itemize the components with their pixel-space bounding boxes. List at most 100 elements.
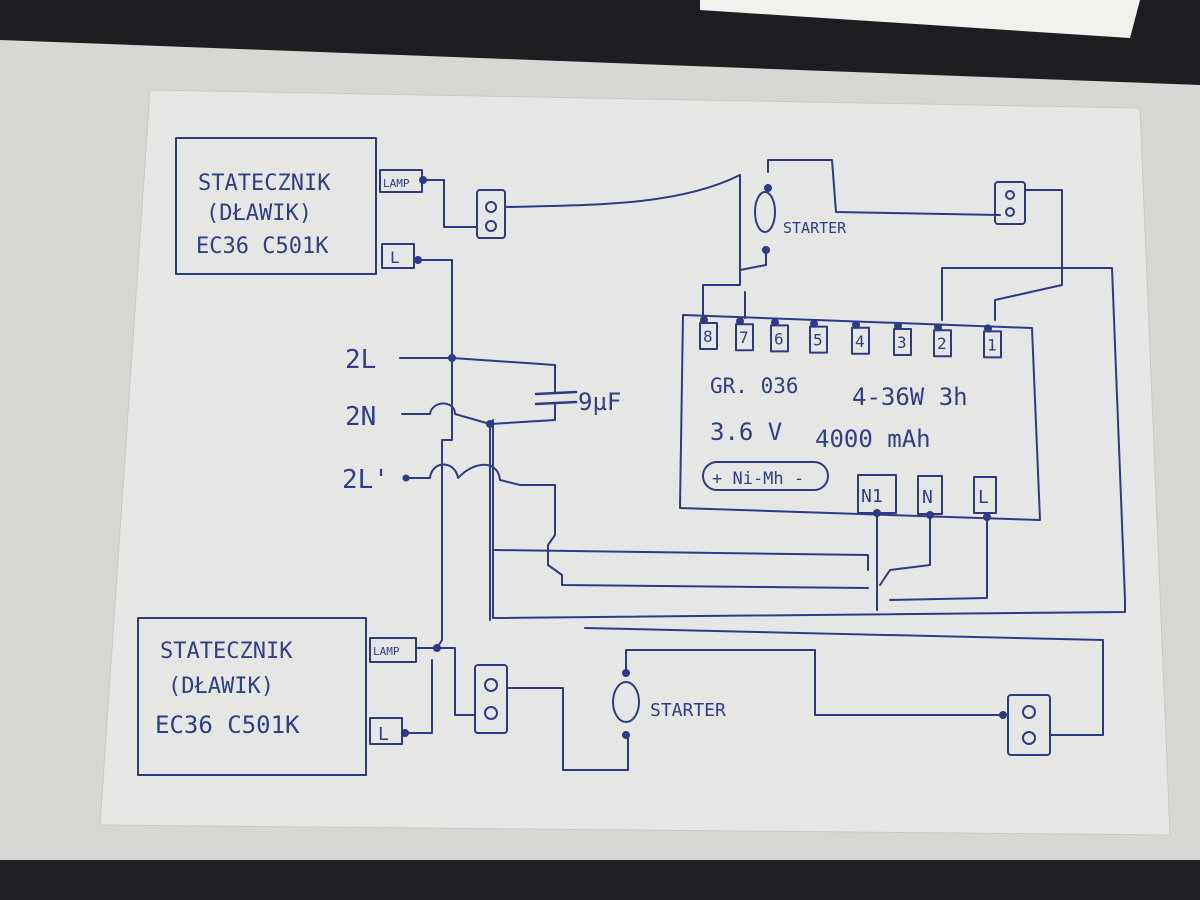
socket-bottom-left-body — [474, 664, 508, 734]
starter-bottom-label: STARTER — [650, 700, 726, 721]
labels: STATECZNIK (DŁAWIK) EC36 C501K LAMP L ST… — [155, 171, 997, 745]
module-terminal-label-5: 4 — [855, 332, 865, 351]
wire-starter-top-lower — [739, 249, 767, 271]
module-gr036 — [679, 314, 1041, 521]
wire-socket-right-to-module-1 — [994, 189, 1063, 321]
ballast-bottom-line1: STATECZNIK — [160, 639, 293, 664]
module-terminal-box-7 — [933, 329, 952, 358]
socket-top-left — [476, 189, 506, 239]
module-line1b: 4-36W 3h — [852, 383, 968, 411]
capacitor — [534, 364, 578, 421]
wire-bottom-to-socket — [436, 647, 476, 716]
socket-bottom-right-dot — [999, 711, 1007, 719]
socket-top-right-pin1 — [1005, 190, 1015, 200]
socket-top-right-pin2 — [1005, 207, 1015, 217]
wire-n-down — [879, 514, 931, 586]
wire-2l-prime — [405, 463, 556, 486]
starter-bottom-body — [612, 681, 640, 723]
socket-top-right-body — [994, 181, 1026, 225]
module-terminal-label-2: 7 — [739, 328, 749, 347]
wire-bottom-l — [404, 659, 433, 734]
module-terminal-box-4 — [809, 325, 828, 354]
wire-socket-to-starter-area — [504, 174, 741, 208]
ballast-bottom — [137, 617, 441, 776]
ballast-bottom-box — [137, 617, 367, 776]
socket-top-right — [994, 181, 1026, 225]
ballast-bottom-line2: (DŁAWIK) — [168, 674, 274, 699]
ballast-top-lamp-label: LAMP — [383, 177, 410, 190]
module-terminal-label-6: 3 — [897, 333, 907, 352]
module-terminal-box-3 — [770, 324, 789, 353]
module-terminal-dot-1 — [700, 316, 708, 324]
ballast-top-line2: (DŁAWIK) — [206, 201, 312, 226]
module-terminal-dot-3 — [771, 318, 779, 327]
ink-drawing — [137, 137, 1126, 776]
module-line1: GR. 036 — [710, 374, 799, 398]
module-terminal-dot-6 — [894, 322, 902, 330]
wire-bottom-right-return — [584, 627, 1104, 736]
module-terminal-label-1: 8 — [703, 327, 713, 346]
supply-2l-label: 2L — [345, 345, 376, 375]
terminal-l-box — [973, 476, 997, 514]
module-terminal-label-7: 2 — [937, 334, 947, 353]
ballast-top-box — [175, 137, 377, 275]
module-terminal-label-3: 6 — [774, 329, 784, 348]
module-terminal-box-1 — [699, 322, 718, 350]
socket-bottom-left — [474, 664, 508, 734]
wire-2l-prime-to-module — [547, 484, 869, 589]
module-terminal-boxes — [699, 316, 1002, 359]
wire-vertical-bus — [417, 259, 453, 649]
module-terminal-box-6 — [893, 328, 912, 356]
ballast-bottom-lamp-terminal — [369, 637, 417, 663]
wire-l-down — [889, 516, 988, 601]
wire-to-n1-bus — [494, 549, 869, 571]
starter-top-dot-upper — [764, 184, 772, 192]
module-terminal-box-8 — [983, 330, 1002, 359]
wire-2n — [401, 402, 556, 425]
starter-top-body — [754, 191, 776, 233]
socket-top-left-body — [476, 189, 506, 239]
module-line2: 3.6 V — [710, 418, 782, 446]
socket-bottom-right — [999, 694, 1051, 756]
dark-edge-bottom — [0, 860, 1200, 900]
module-terminal-box-5 — [851, 326, 870, 355]
supply-2l-prime-label: 2L' — [342, 465, 389, 495]
module-battery: + Ni-Mh - — [712, 469, 804, 489]
module-outline — [679, 314, 1041, 521]
wire-bottom-socket-to-starter — [506, 687, 629, 771]
terminal-n1-label: N1 — [861, 486, 883, 507]
ballast-bottom-l-label: L — [378, 724, 389, 745]
module-line2b: 4000 mAh — [815, 425, 931, 453]
socket-bottom-right-body — [1007, 694, 1051, 756]
ballast-bottom-lamp-label: LAMP — [373, 645, 400, 658]
module-terminal-dot-8 — [984, 324, 992, 333]
ballast-top-l-terminal — [381, 243, 415, 269]
paper-sheet — [99, 89, 1171, 836]
ballast-bottom-line3: EC36 C501K — [155, 711, 300, 739]
battery-oval — [702, 461, 829, 491]
wire-top-lamp-to-socket — [422, 179, 478, 228]
socket-bottom-left-pin2 — [484, 706, 498, 720]
socket-bottom-right-pin2 — [1022, 731, 1036, 745]
wire-top-to-module-8 — [702, 174, 741, 319]
starter-top — [702, 159, 1001, 319]
module-terminal-dot-2 — [736, 317, 744, 326]
capacitor-label: 9µF — [578, 388, 621, 416]
socket-top-left-pin1 — [485, 201, 497, 213]
dot-2l-prime — [402, 474, 410, 482]
socket-bottom-left-pin1 — [484, 678, 498, 692]
ballast-top-line1: STATECZNIK — [198, 171, 331, 196]
starter-bottom — [612, 649, 1001, 739]
module-terminal-dot-7 — [934, 323, 942, 332]
socket-bottom-right-pin1 — [1022, 705, 1036, 719]
wire-starter-top-to-socket-right — [767, 159, 1001, 216]
paper-corner-top — [700, 0, 1140, 38]
starter-bottom-dot-lower — [622, 731, 630, 739]
module-terminal-dot-5 — [852, 320, 860, 329]
socket-top-left-pin2 — [485, 220, 497, 232]
module-terminal-label-8: 1 — [987, 335, 997, 354]
capacitor-plate-1 — [534, 390, 578, 396]
supply-2n-label: 2N — [345, 402, 376, 432]
wire-module-2-loop — [492, 267, 1126, 619]
